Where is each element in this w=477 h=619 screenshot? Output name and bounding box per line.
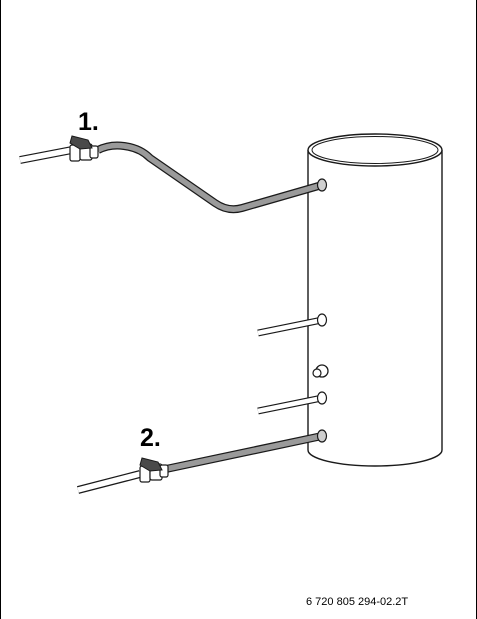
shutoff-valve-1	[69, 135, 99, 162]
sensor-socket	[312, 364, 329, 378]
step-2-label: 2.	[140, 424, 161, 452]
middle-pipe-1	[257, 313, 328, 337]
storage-tank	[307, 133, 443, 467]
step-1-label: 1.	[78, 108, 99, 136]
bottom-pipe	[77, 429, 328, 494]
top-pipe	[19, 141, 328, 214]
middle-pipe-2	[257, 391, 328, 415]
shutoff-valve-2	[139, 457, 169, 483]
figure-code: 6 720 805 294-02.2T	[306, 596, 409, 608]
